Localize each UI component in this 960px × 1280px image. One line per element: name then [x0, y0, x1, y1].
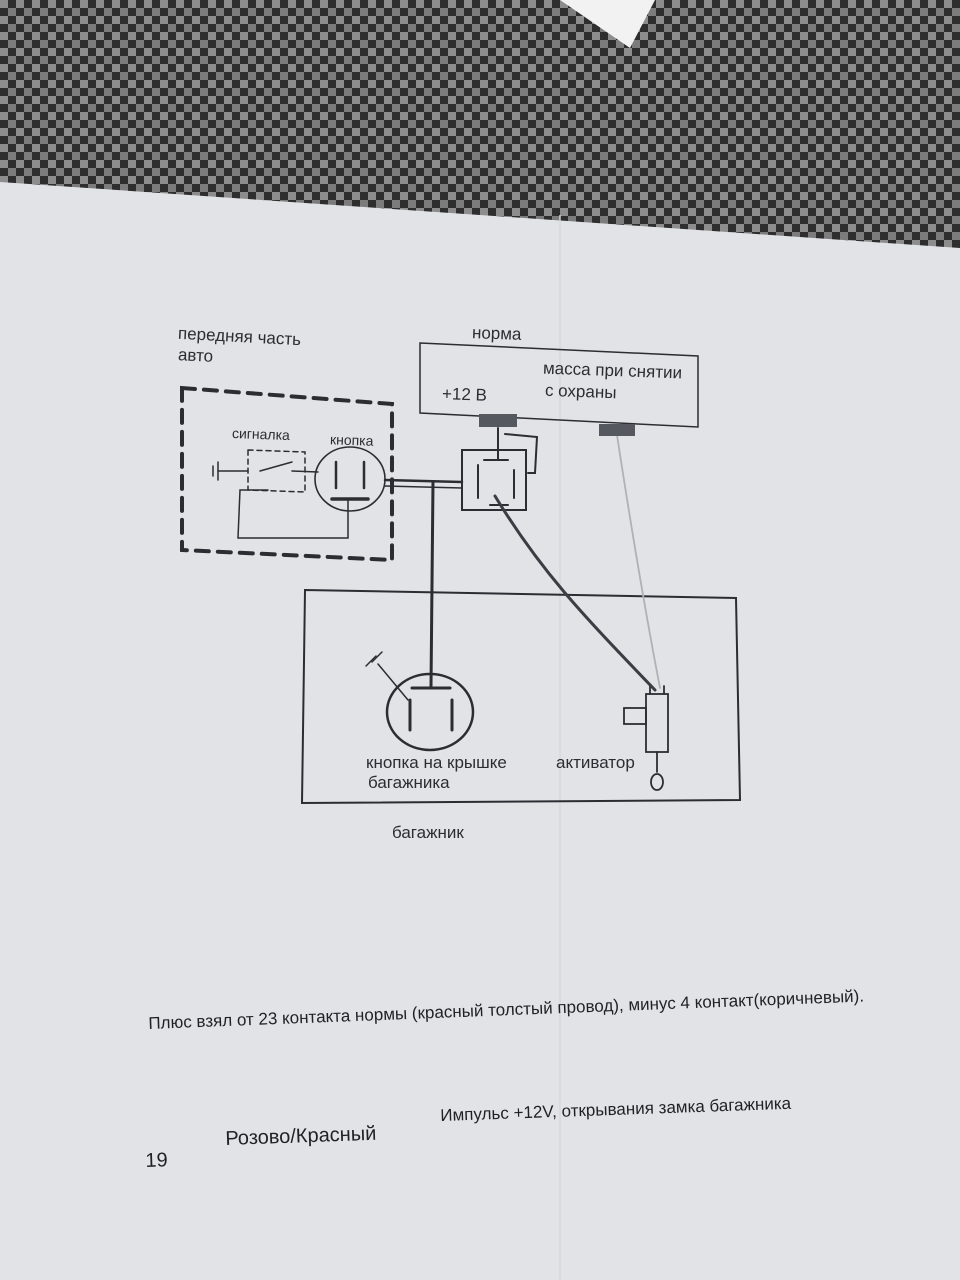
mass-connector: [599, 424, 635, 436]
trunk-button-label-line1: кнопка на крышке: [366, 753, 507, 772]
mass-label-line2: с охраны: [544, 380, 617, 403]
relay-to-activator-wire: [493, 494, 657, 692]
relay-box: [461, 449, 527, 511]
activator-label: активатор: [556, 753, 635, 772]
trunk-button-label-line2: багажника: [368, 773, 450, 792]
alarm-switch: [259, 461, 293, 472]
trunk-box: [300, 588, 742, 805]
plus12-label: +12 В: [441, 384, 488, 405]
trunk-lid-button-circle: [385, 672, 475, 752]
button-label: кнопка: [329, 431, 374, 449]
norma-module-box: [419, 342, 699, 428]
plus12-connector: [479, 414, 517, 427]
alarm-label: сигналка: [231, 424, 291, 444]
paper-corner-top: [560, 0, 655, 48]
activator-icon: [623, 685, 669, 791]
alarm-box: [247, 449, 306, 493]
front-part-label-line2: авто: [177, 345, 214, 366]
trunk-ground-symbol-icon: [365, 651, 409, 701]
trunk-label: багажник: [392, 823, 464, 842]
front-part-frame: [180, 385, 394, 563]
mass-to-activator-wire: [616, 434, 661, 689]
norma-label: норма: [471, 323, 522, 344]
ground-symbol-icon: [212, 461, 249, 481]
pin-number: 19: [145, 1149, 169, 1172]
